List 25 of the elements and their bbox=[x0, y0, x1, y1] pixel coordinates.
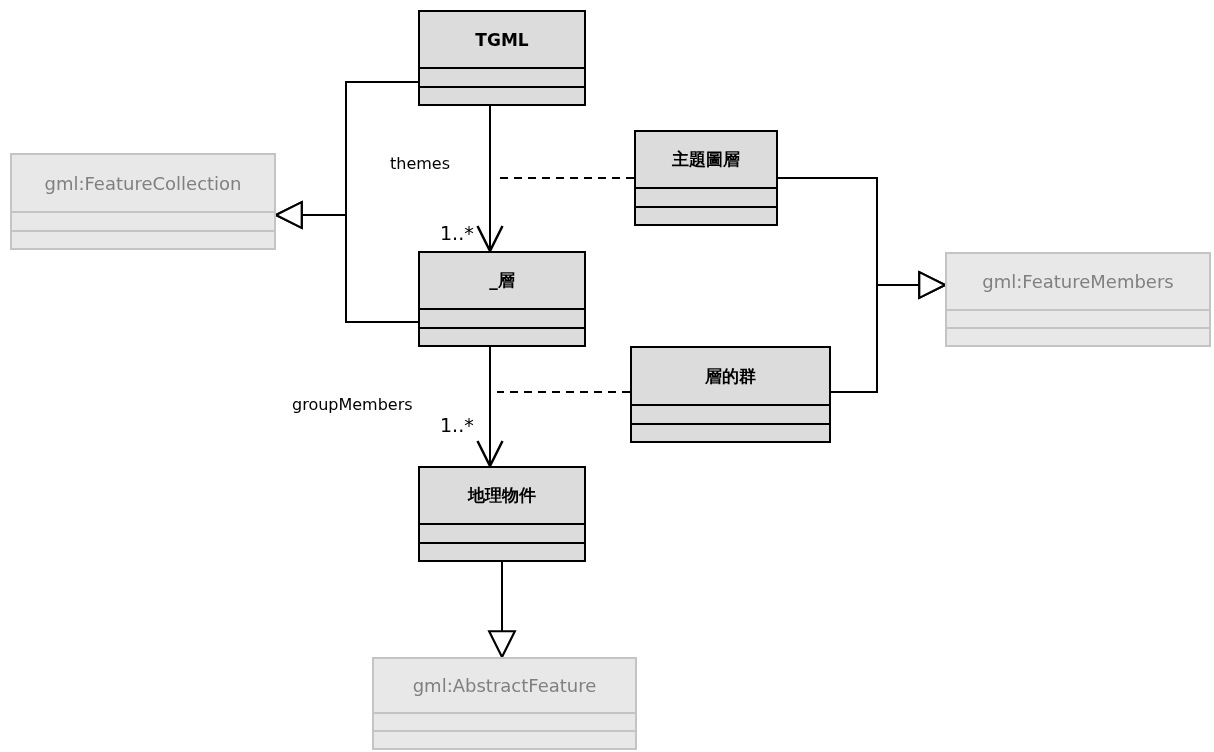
inheritance-arrow bbox=[830, 271, 947, 393]
class-box bbox=[10, 153, 276, 250]
class-box bbox=[372, 657, 637, 750]
association-arrow bbox=[476, 105, 504, 253]
class-box bbox=[945, 252, 1211, 347]
class-box bbox=[630, 346, 831, 443]
association-arrow bbox=[476, 346, 504, 468]
class-box bbox=[634, 130, 778, 226]
association-class-line bbox=[496, 391, 631, 393]
class-name: 主題圖層 bbox=[672, 148, 740, 171]
multiplicity-label: 1..* bbox=[440, 222, 474, 244]
class-name: gml:FeatureCollection bbox=[44, 172, 242, 194]
class-name: _層 bbox=[489, 269, 515, 292]
class-name: TGML bbox=[475, 29, 529, 50]
multiplicity-label: 1..* bbox=[440, 414, 474, 436]
class-name: 地理物件 bbox=[468, 484, 536, 507]
role-label: themes bbox=[390, 154, 451, 173]
class-name: gml:AbstractFeature bbox=[412, 675, 597, 696]
class-box bbox=[418, 251, 586, 347]
class-name: gml:FeatureMembers bbox=[982, 271, 1174, 292]
role-label: groupMembers bbox=[292, 395, 413, 414]
class-box bbox=[418, 10, 586, 106]
inheritance-arrow bbox=[488, 561, 516, 659]
class-name: 層的群 bbox=[705, 364, 756, 388]
class-box bbox=[418, 466, 586, 562]
